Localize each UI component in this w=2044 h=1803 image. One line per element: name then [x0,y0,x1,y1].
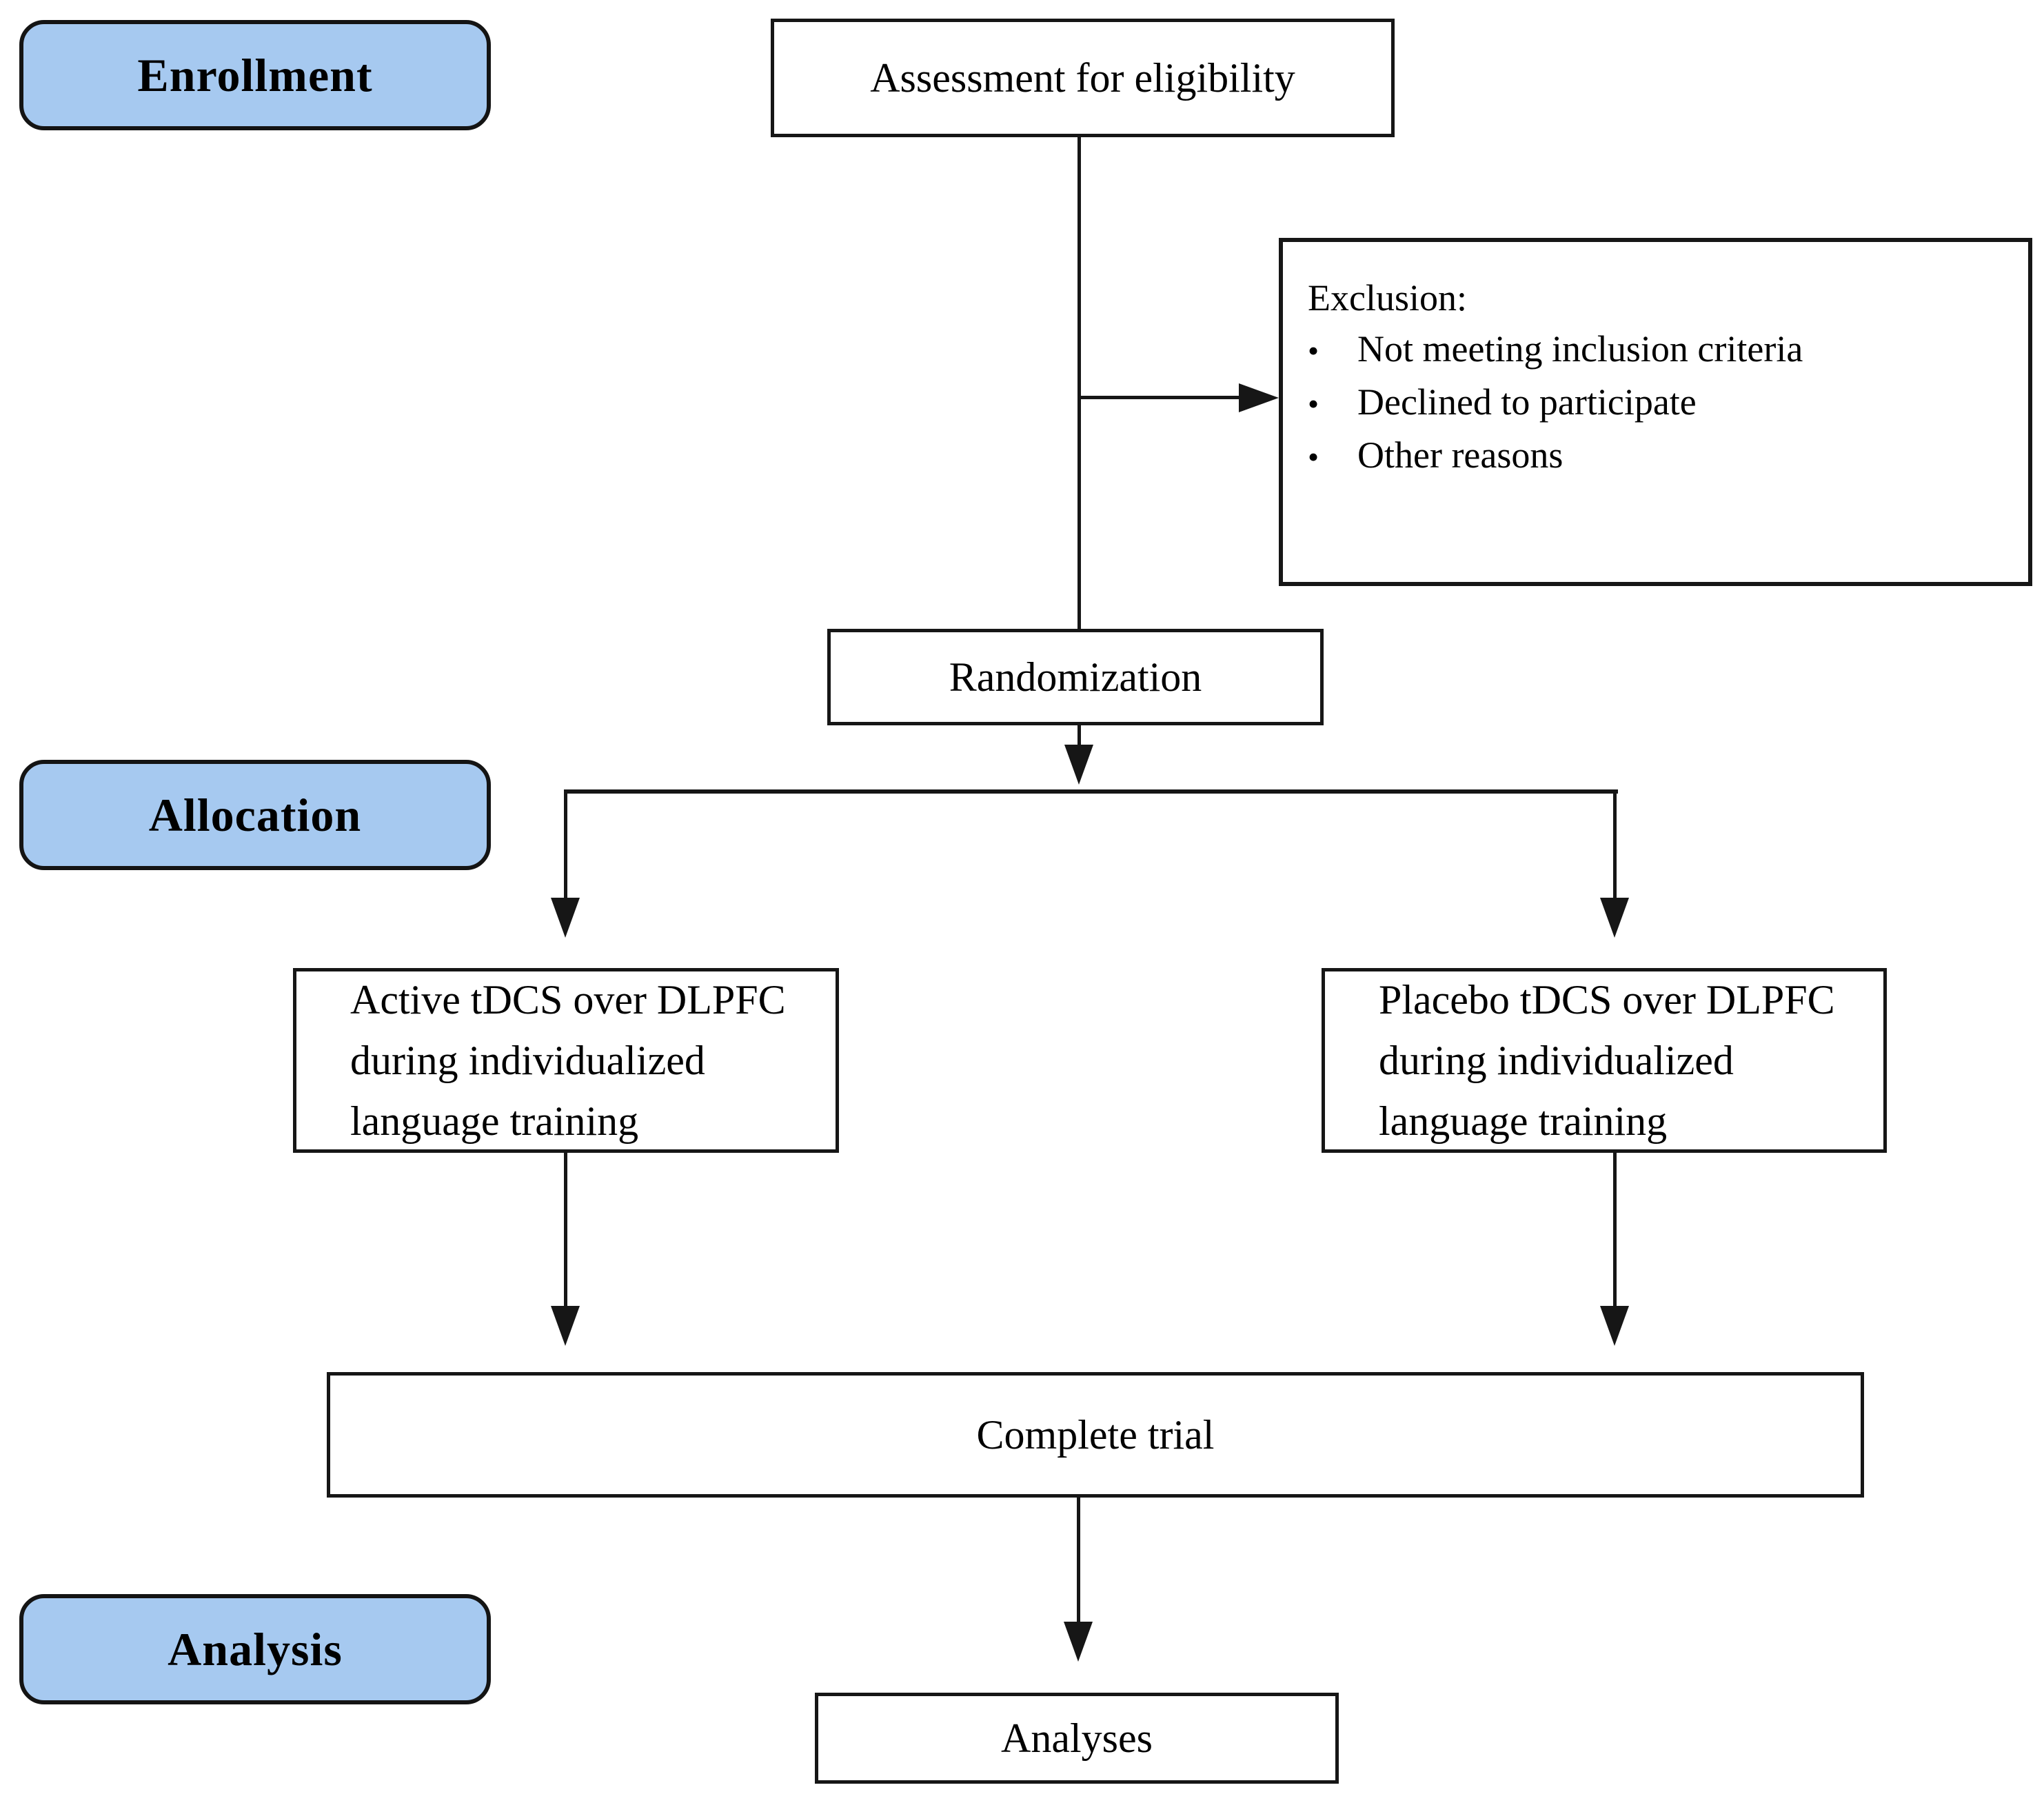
connector-assessment-to-randomization [1077,137,1081,629]
arrowhead-analyses-icon [1064,1622,1093,1662]
stage-pill-enrollment: Enrollment [19,20,491,130]
arrowhead-complete-right-icon [1600,1306,1629,1346]
bullet-icon: • [1308,333,1319,368]
arrowhead-placebo-icon [1600,898,1629,938]
arrowhead-active-icon [551,898,580,938]
exclusion-title: Exclusion: [1308,277,1467,319]
exclusion-item-text: Not meeting inclusion criteria [1357,328,1803,370]
arrowhead-branch-icon [1064,745,1093,785]
connector-complete-to-analyses [1077,1498,1080,1623]
stage-pill-analysis: Analysis [19,1594,491,1704]
connector-branch-to-active [564,794,567,898]
connector-randomization-to-branch [1077,725,1081,746]
exclusion-item-text: Other reasons [1357,434,1564,476]
arrowhead-complete-left-icon [551,1306,580,1346]
connector-branch-to-placebo [1613,794,1617,898]
stage-pill-allocation: Allocation [19,760,491,870]
exclusion-item: • Not meeting inclusion criteria [1308,323,1803,376]
node-exclusion: Exclusion: • Not meeting inclusion crite… [1279,238,2032,586]
node-assessment-for-eligibility: Assessment for eligibility [771,19,1395,137]
connector-to-exclusion [1080,396,1239,399]
branch-horizontal-line [564,789,1618,794]
node-randomization: Randomization [827,629,1324,725]
bullet-icon: • [1308,439,1319,474]
bullet-icon: • [1308,386,1319,421]
connector-placebo-to-complete [1613,1153,1617,1307]
node-complete-trial: Complete trial [327,1372,1864,1498]
exclusion-item: • Declined to participate [1308,376,1697,430]
node-analyses: Analyses [815,1693,1339,1784]
arrowhead-exclusion-icon [1239,383,1279,412]
exclusion-item: • Other reasons [1308,430,1563,483]
node-placebo-tdcs: Placebo tDCS over DLPFC during individua… [1322,968,1887,1153]
connector-active-to-complete [564,1153,567,1307]
node-active-tdcs: Active tDCS over DLPFC during individual… [293,968,839,1153]
exclusion-item-text: Declined to participate [1357,381,1697,423]
